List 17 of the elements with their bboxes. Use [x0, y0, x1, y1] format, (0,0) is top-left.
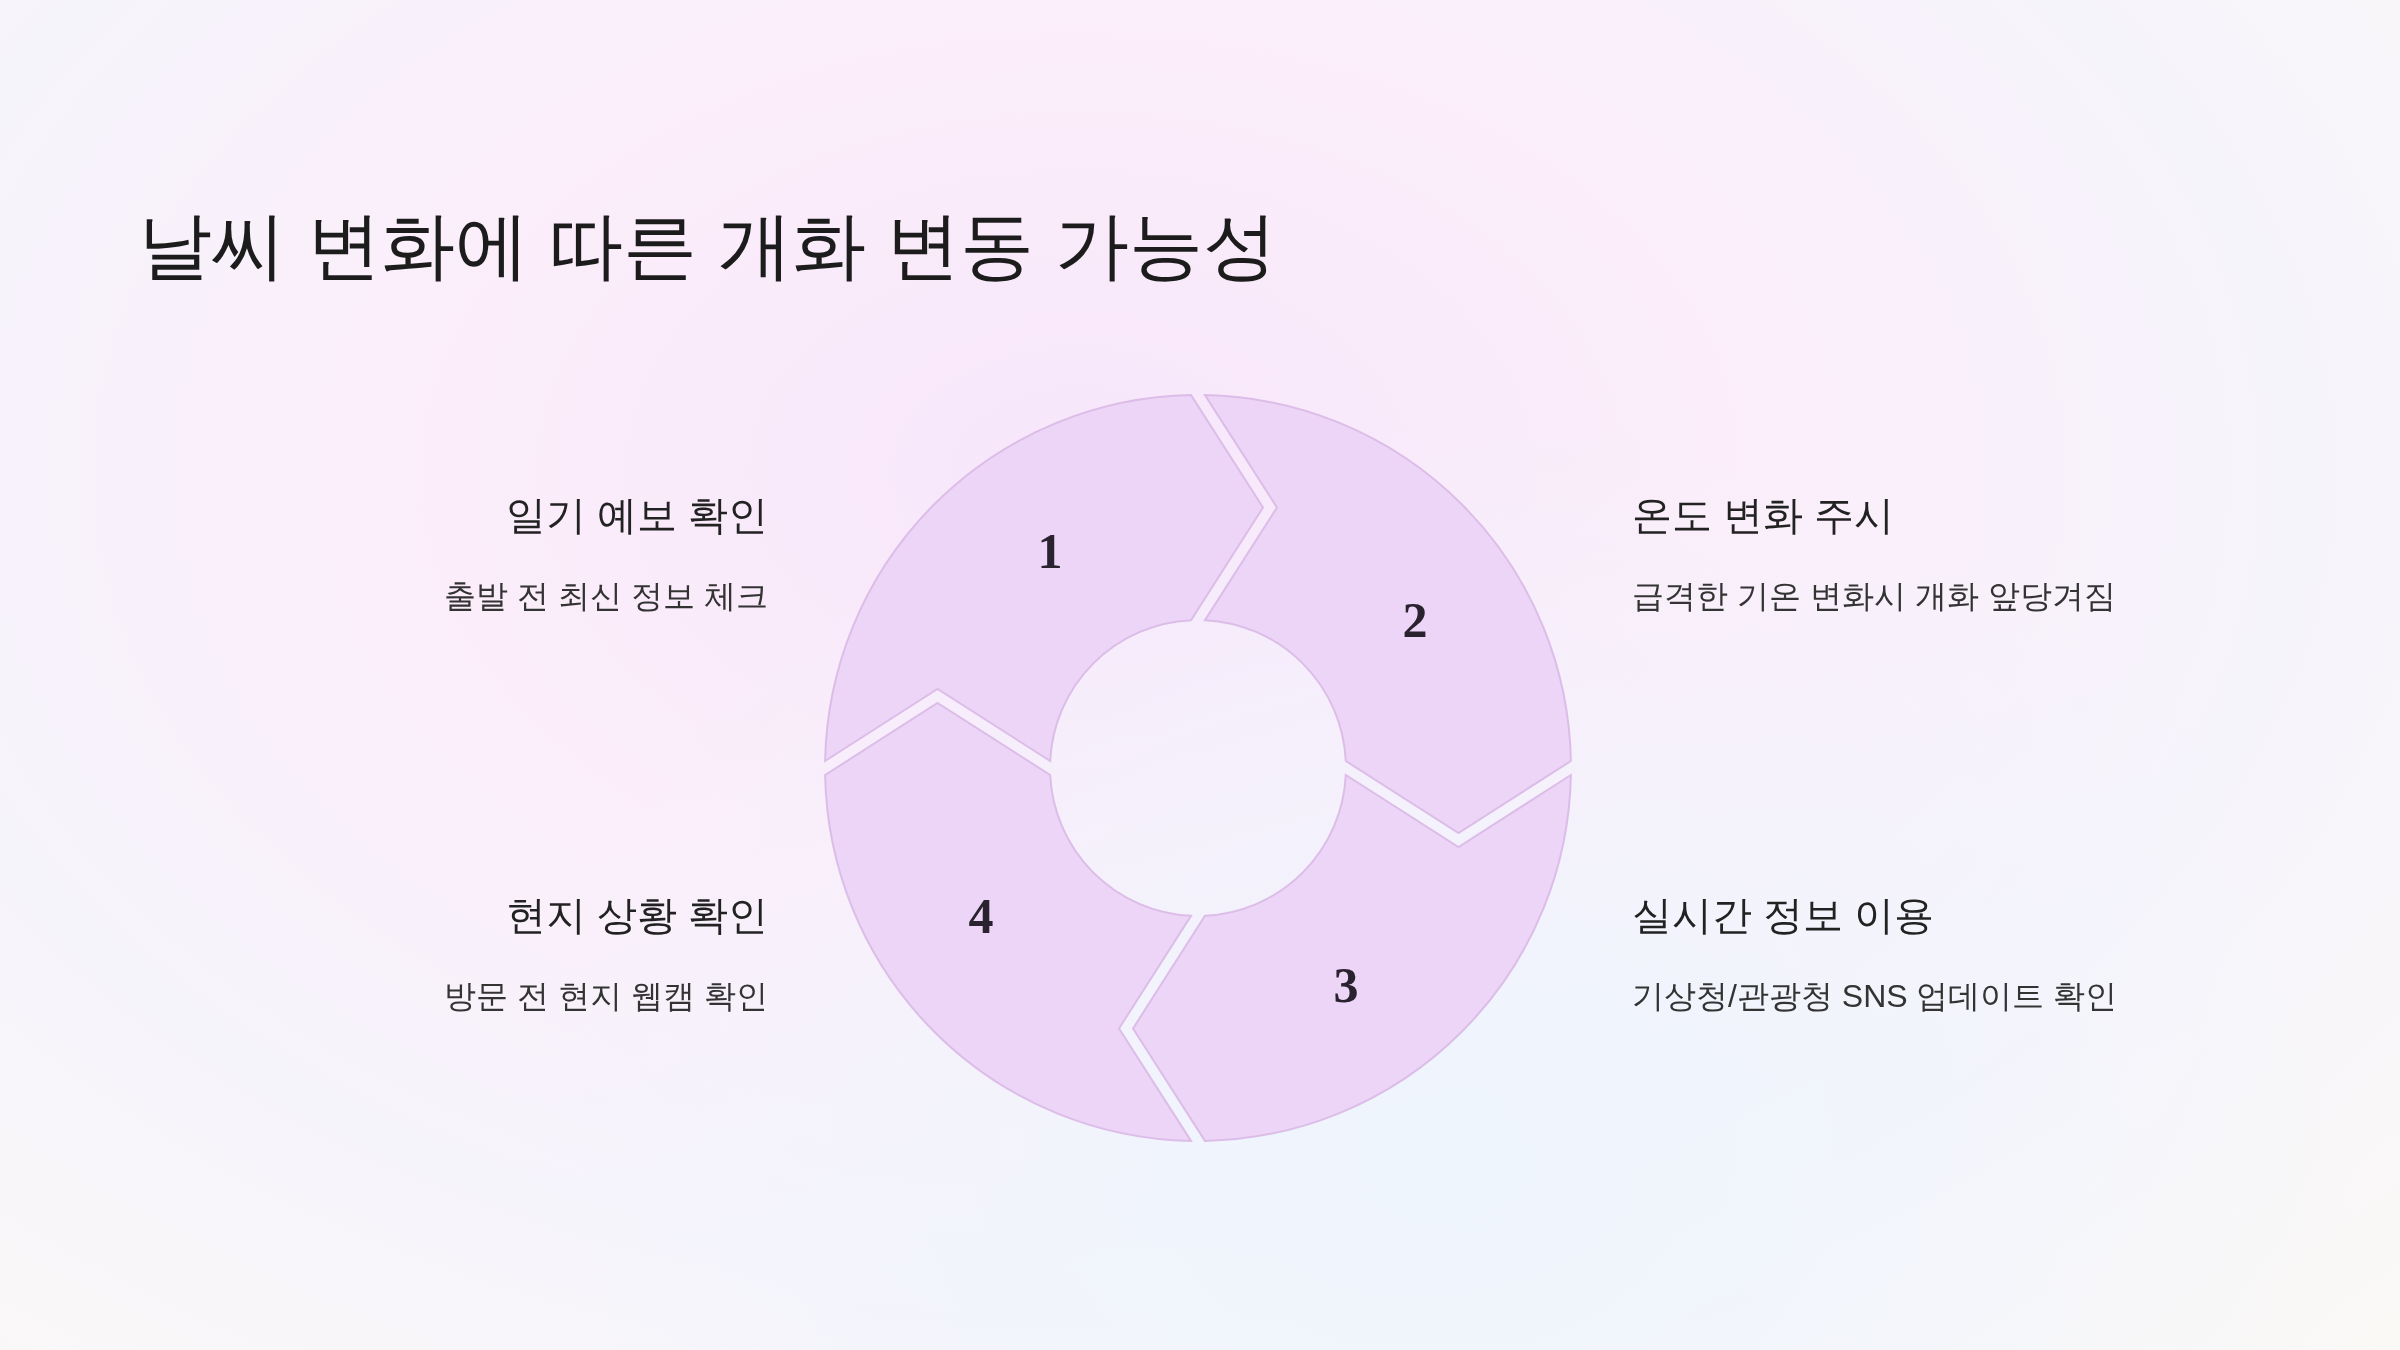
- step-number: 1: [1037, 526, 1063, 576]
- step-number: 3: [1333, 960, 1359, 1010]
- cycle-segment: [825, 395, 1263, 761]
- step-description: 기상청/관광청 SNS 업데이트 확인: [1632, 977, 2118, 1016]
- step-heading: 온도 변화 주시: [1632, 492, 1895, 539]
- step-description: 출발 전 최신 정보 체크: [444, 577, 768, 616]
- cycle-segment: [825, 703, 1191, 1141]
- step-description: 급격한 기온 변화시 개화 앞당겨짐: [1632, 577, 2116, 616]
- cycle-segment: [1205, 395, 1571, 833]
- step-description: 방문 전 현지 웹캠 확인: [444, 977, 768, 1016]
- cycle-segment: [1133, 775, 1571, 1141]
- step-heading: 일기 예보 확인: [505, 492, 768, 539]
- step-heading: 현지 상황 확인: [505, 892, 768, 939]
- step-number: 4: [968, 891, 994, 941]
- step-heading: 실시간 정보 이용: [1632, 892, 1935, 939]
- step-number: 2: [1402, 595, 1428, 645]
- title: 날씨 변화에 따른 개화 변동 가능성: [138, 203, 1277, 289]
